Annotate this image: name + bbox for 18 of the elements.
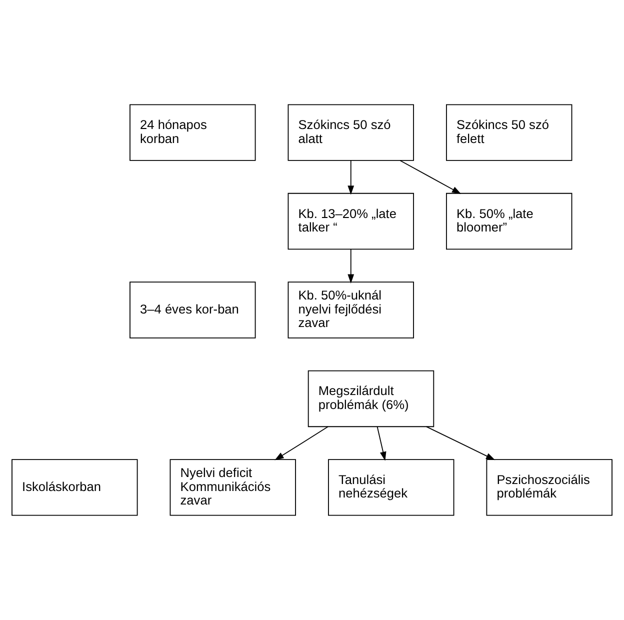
node-box: Szókincs 50 szó felett (446, 104, 572, 161)
node-box: Megszilárdult problémák (6%) (308, 370, 434, 428)
arrow (376, 426, 386, 461)
node-box: Iskoláskorban (12, 459, 138, 516)
node-box: Kb. 13–20% „late talker “ (288, 192, 414, 250)
node-box: Szókincs 50 szó alatt (288, 104, 414, 161)
arrow (348, 248, 354, 284)
node-box: Kb. 50% „late bloomer” (446, 192, 572, 250)
node-box: Kb. 50%-uknál nyelvi fejlődési zavar (288, 282, 414, 338)
arrow (274, 426, 328, 460)
node-box: 3–4 éves kor-ban (130, 282, 256, 338)
arrow (348, 160, 354, 195)
node-box: Pszichoszociális problémák (486, 459, 612, 516)
node-box: Tanulási nehézségek (328, 459, 454, 516)
arrow (400, 160, 462, 194)
arrow (426, 426, 496, 460)
node-box: Nyelvi deficit Kommunikációs zavar (170, 459, 296, 516)
node-box: 24 hónapos korban (130, 104, 256, 161)
